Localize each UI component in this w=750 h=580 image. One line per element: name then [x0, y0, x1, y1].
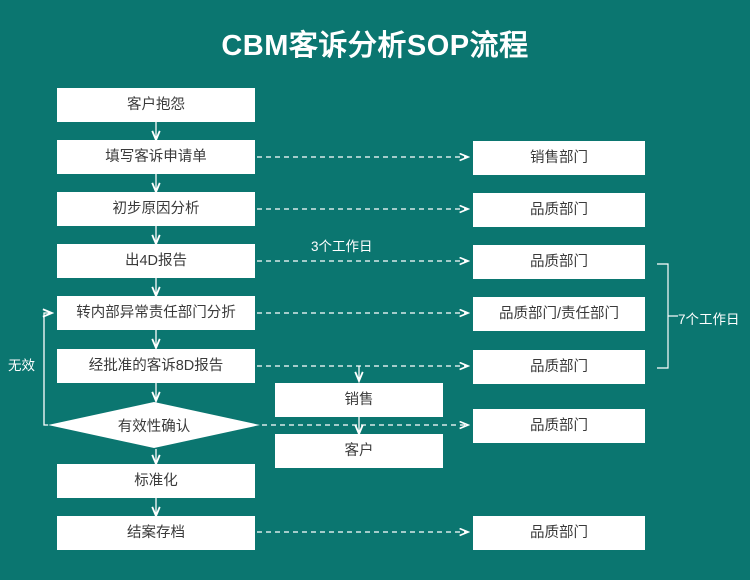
- dept-sales[interactable]: 销售部门: [473, 141, 645, 175]
- decision-validity-confirmation[interactable]: 有效性确认: [48, 402, 260, 448]
- step-transfer-internal-dept[interactable]: 转内部异常责任部门分折: [57, 296, 255, 330]
- label-3-working-days: 3个工作日: [311, 239, 373, 254]
- page-title: CBM客诉分析SOP流程: [221, 30, 529, 62]
- label-7-working-days: 7个工作日: [678, 312, 740, 327]
- department-arrows: [257, 157, 468, 532]
- step-preliminary-cause-analysis[interactable]: 初步原因分析: [57, 192, 255, 226]
- dept-quality-5[interactable]: 品质部门: [473, 516, 645, 550]
- step-archive-closure[interactable]: 结案存档: [57, 516, 255, 550]
- node-sales[interactable]: 销售: [275, 383, 443, 417]
- step-standardization[interactable]: 标准化: [57, 464, 255, 498]
- step-customer-complaint[interactable]: 客户抱怨: [57, 88, 255, 122]
- label-invalid: 无效: [8, 358, 35, 373]
- dept-quality-1[interactable]: 品质部门: [473, 193, 645, 227]
- node-customer[interactable]: 客户: [275, 434, 443, 468]
- decision-label: 有效性确认: [117, 418, 191, 435]
- dept-quality-2[interactable]: 品质部门: [473, 245, 645, 279]
- dept-quality-4[interactable]: 品质部门: [473, 409, 645, 443]
- invalid-loop-path: [44, 313, 52, 426]
- dept-quality-3[interactable]: 品质部门: [473, 350, 645, 384]
- step-approved-8d-report[interactable]: 经批准的客诉8D报告: [57, 349, 255, 383]
- dept-quality-responsible[interactable]: 品质部门/责任部门: [473, 297, 645, 331]
- diamond-shape: [48, 402, 260, 448]
- step-fill-complaint-form[interactable]: 填写客诉申请单: [57, 140, 255, 174]
- seven-days-bracket: [657, 263, 678, 369]
- step-4d-report[interactable]: 出4D报告: [57, 244, 255, 278]
